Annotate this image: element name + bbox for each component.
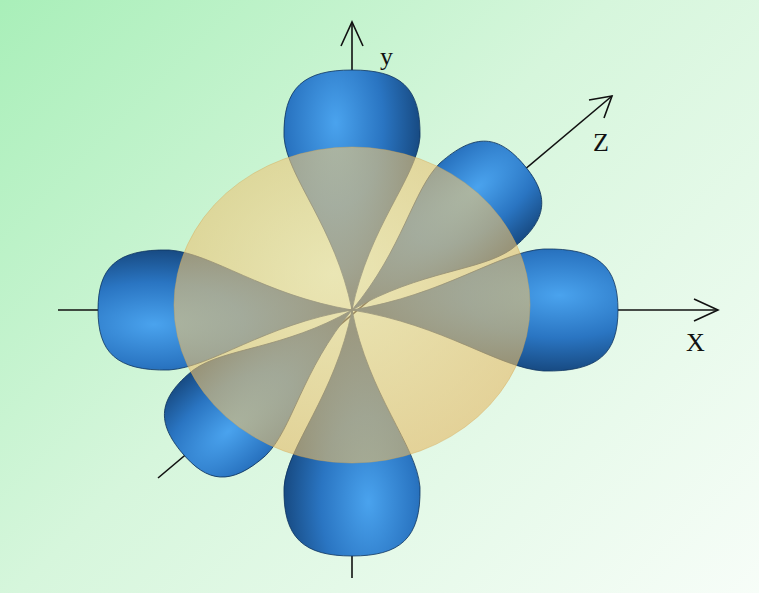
x-axis-label: X <box>686 330 705 356</box>
x-arrowhead <box>694 299 718 321</box>
spherical-orbital <box>174 147 530 463</box>
y-arrowhead <box>341 22 363 46</box>
y-axis-label: y <box>380 44 393 70</box>
z-axis-label: Z <box>593 130 609 156</box>
z-arrowhead <box>589 96 612 118</box>
